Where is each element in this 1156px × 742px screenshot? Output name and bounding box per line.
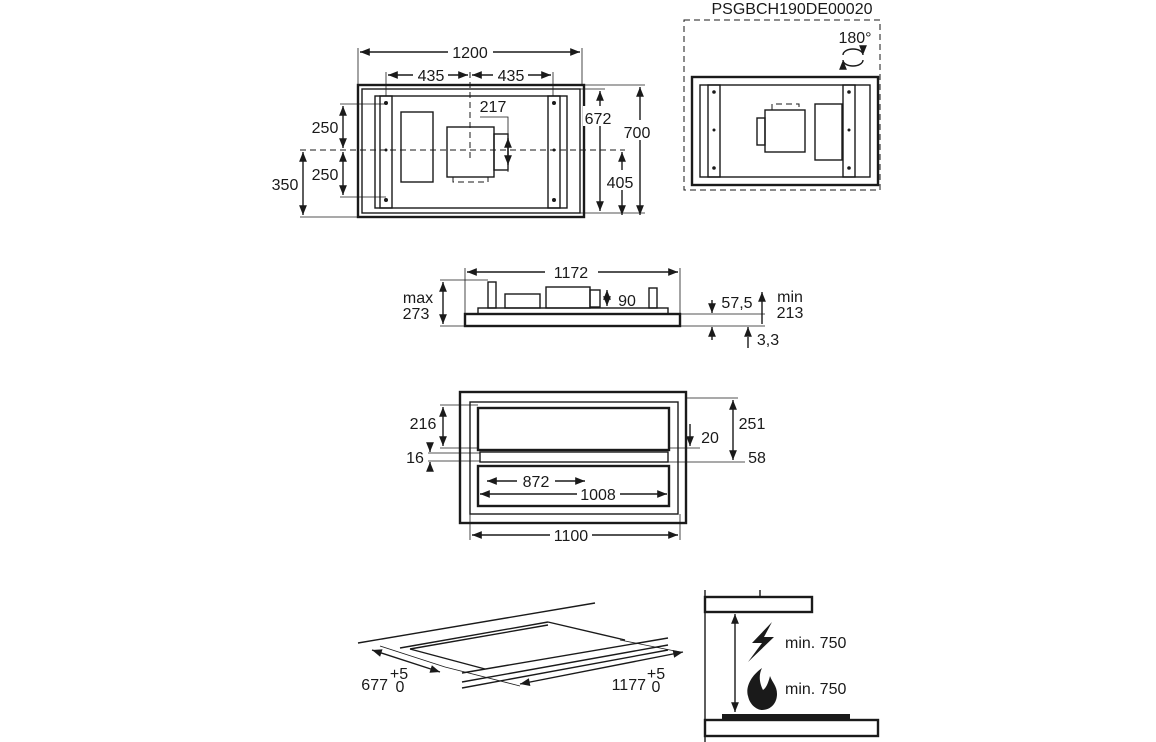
rotate-icon xyxy=(839,45,867,70)
rotation-label: 180° xyxy=(838,30,871,47)
front-view: 216 251 20 16 58 872 1008 1100 xyxy=(406,390,766,545)
dim-half-right: 435 xyxy=(498,68,525,85)
flame-icon xyxy=(747,668,777,710)
dim-outer-height: 700 xyxy=(624,125,651,142)
top-view: 1200 435 435 217 250 250 350 672 700 405 xyxy=(272,45,654,219)
rotated-view: PSGBCH190DE00020 180° xyxy=(683,1,881,191)
depth-tol-upper: +5 xyxy=(390,666,408,683)
dim-total: 251 xyxy=(739,416,766,433)
dim-length: 1172 xyxy=(554,265,589,282)
electric-clearance: min. 750 xyxy=(785,635,846,652)
length-value: 1177 xyxy=(612,677,647,694)
dim-thickness: 3,3 xyxy=(757,332,779,349)
dim-lower: 250 xyxy=(312,167,339,184)
dim-gap: 20 xyxy=(701,430,719,447)
length-tol-upper: +5 xyxy=(647,666,665,683)
depth-tol-lower: 0 xyxy=(396,679,405,696)
dim-small: 16 xyxy=(406,450,424,467)
dim-duct-height: 90 xyxy=(618,293,636,310)
depth-value: 677 xyxy=(361,677,388,694)
dim-offset: 57,5 xyxy=(721,295,752,312)
dim-width: 1100 xyxy=(554,528,589,545)
dim-half-left: 435 xyxy=(418,68,445,85)
dim-left-height: 350 xyxy=(272,177,299,194)
min-value: 213 xyxy=(777,305,804,322)
dim-right-lower: 405 xyxy=(607,175,634,192)
gas-clearance: min. 750 xyxy=(785,681,846,698)
dim-upper: 250 xyxy=(312,120,339,137)
length-tol-lower: 0 xyxy=(652,679,661,696)
dim-duct: 217 xyxy=(480,99,507,116)
max-value: 273 xyxy=(403,306,430,323)
min-label: min xyxy=(777,289,803,306)
side-view: 1172 90 max 273 57,5 min 213 3,3 xyxy=(403,265,804,349)
product-code: PSGBCH190DE00020 xyxy=(712,1,873,18)
dim-width: 1200 xyxy=(452,45,488,62)
cutout-length: 1177 +5 0 xyxy=(612,666,666,696)
dim-mid: 1008 xyxy=(580,487,616,504)
dim-top: 216 xyxy=(410,416,437,433)
dim-inner-height: 672 xyxy=(585,111,612,128)
cutout-view: 677 +5 0 1177 +5 0 xyxy=(357,602,684,696)
cutout-depth: 677 +5 0 xyxy=(361,666,408,696)
dim-inner: 872 xyxy=(523,474,550,491)
clearance-view: min. 750 min. 750 xyxy=(703,590,880,742)
lightning-icon xyxy=(748,622,774,662)
max-label: max xyxy=(403,290,433,307)
dim-side: 58 xyxy=(748,450,766,467)
